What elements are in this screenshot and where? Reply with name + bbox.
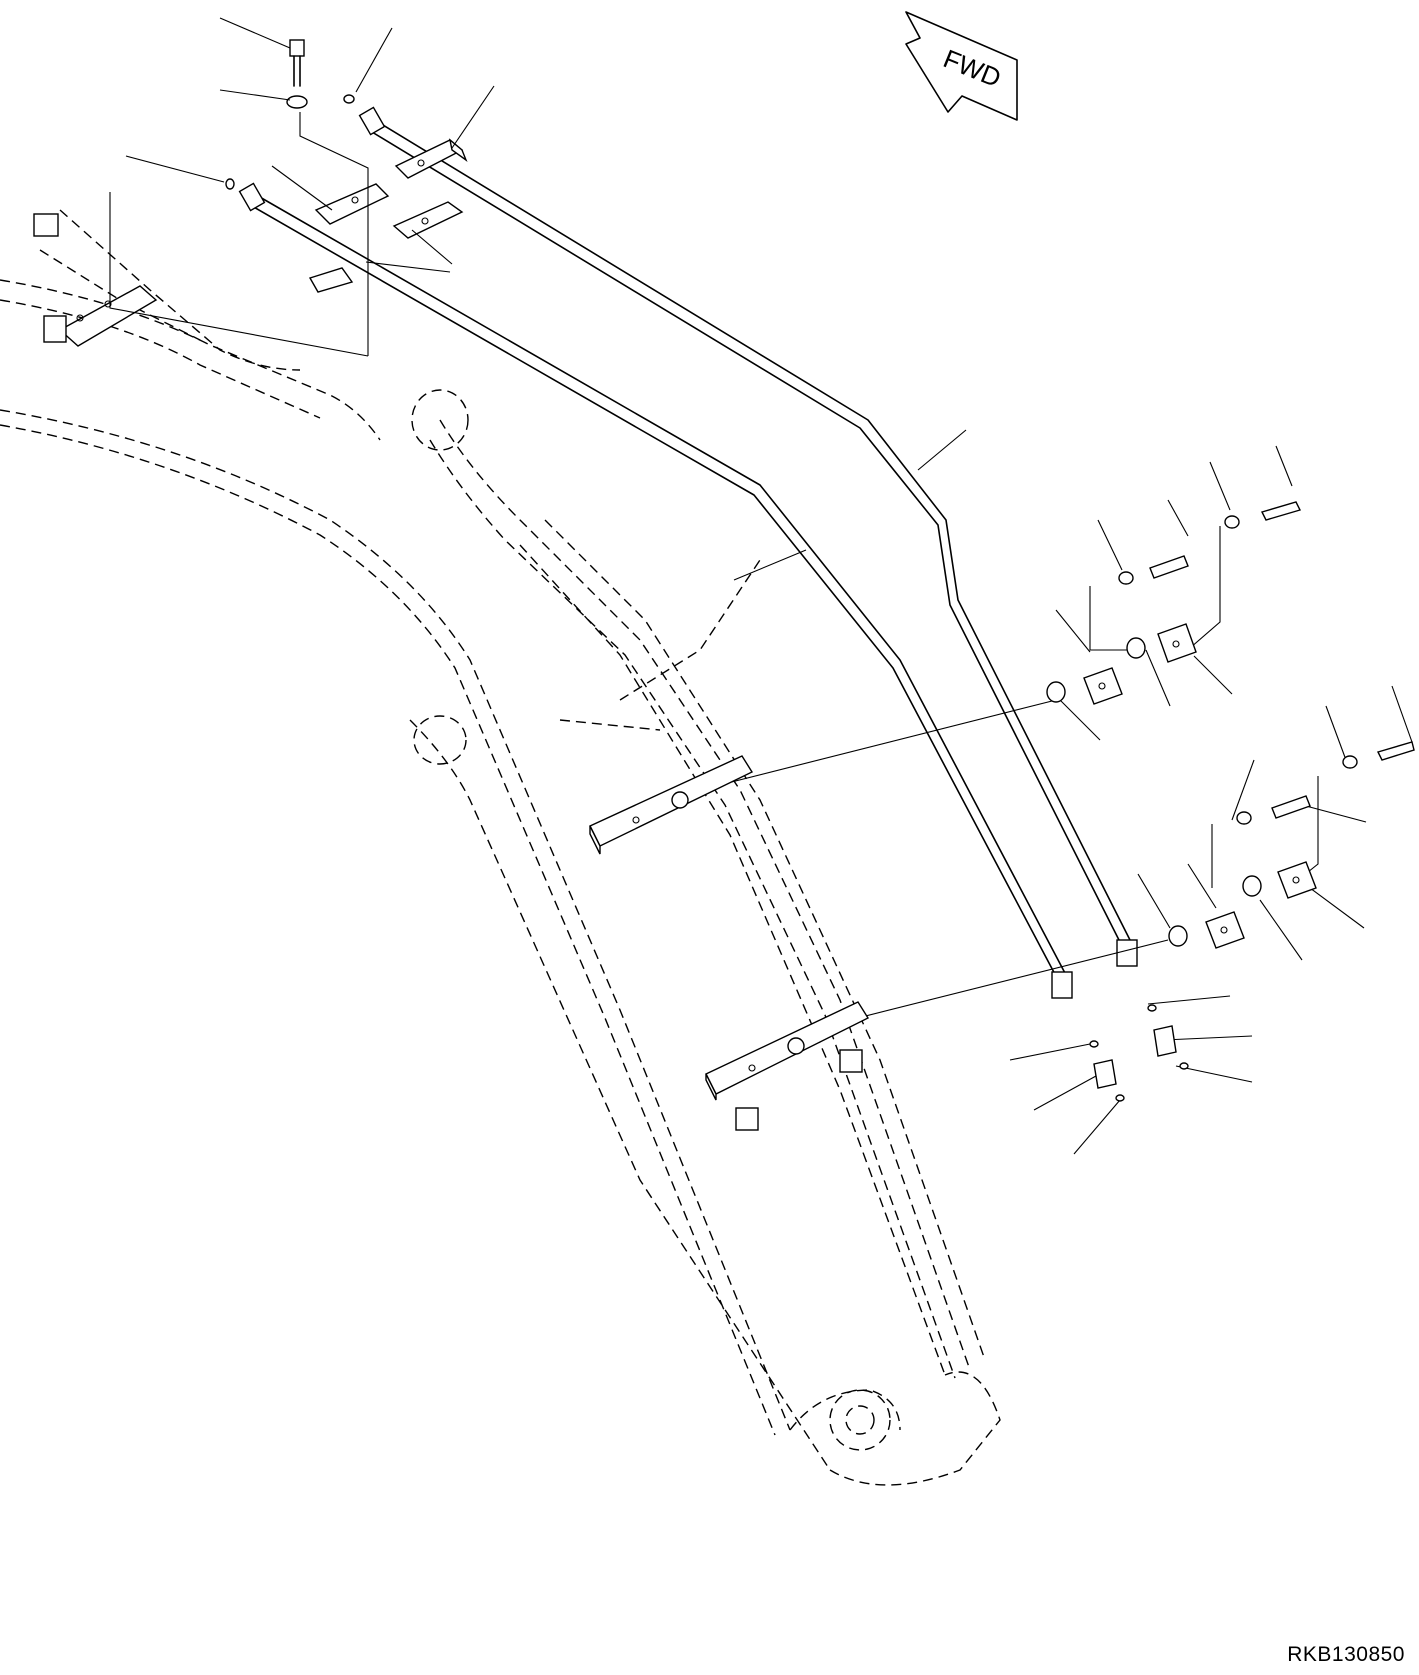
boom-clamp-bracket-upper: [589, 755, 754, 855]
clamp-upper-left: [314, 183, 390, 225]
leader-lines: [109, 17, 1413, 1155]
boom-phantom-outline: [0, 209, 1001, 1486]
clamp-lower-right: [392, 201, 464, 239]
hydraulic-tube-right: [358, 106, 1138, 967]
fastener-group-upper: [1046, 501, 1302, 705]
clamp-upper-right: [394, 138, 468, 179]
clamp-lower-left: [308, 267, 354, 293]
fittings-bottom: [1089, 1004, 1189, 1102]
cap-top-left: [225, 178, 235, 190]
washer-top: [286, 95, 308, 109]
hydraulic-tube-left: [238, 182, 1073, 999]
cap-top-right: [343, 94, 355, 104]
fastener-group-lower: [1168, 741, 1415, 949]
forward-direction-arrow: FWD: [905, 11, 1018, 121]
boom-clamp-bracket-lower: [705, 1001, 870, 1131]
drawing-number: RKB130850: [1287, 1643, 1405, 1666]
boom-bracket-left: [33, 213, 158, 347]
bolt-top: [289, 39, 305, 87]
